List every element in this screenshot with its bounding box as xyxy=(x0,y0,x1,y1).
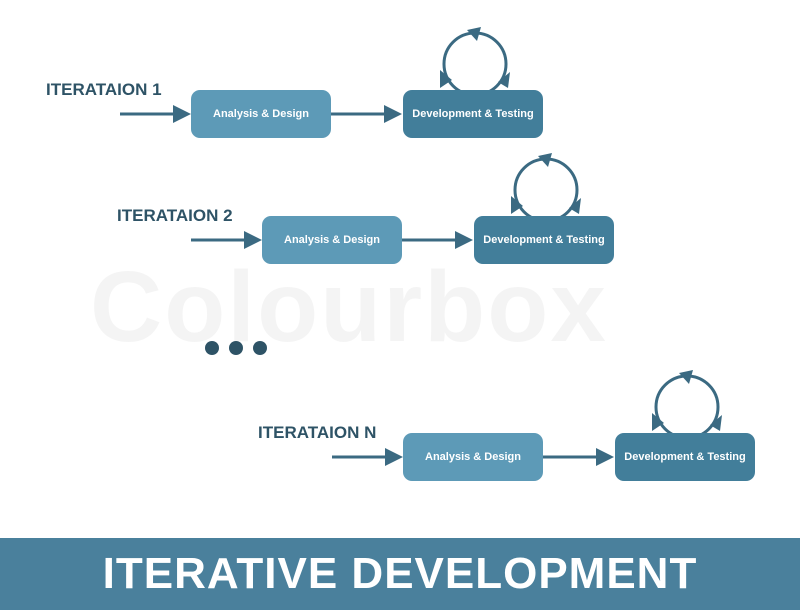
iteration-label: ITERATAION N xyxy=(258,423,377,442)
iteration-label: ITERATAION 2 xyxy=(117,206,233,225)
ellipsis-dot xyxy=(229,341,243,355)
iteration-n: ITERATAION N Analysis & Design Developme… xyxy=(212,343,800,543)
title-banner: ITERATIVE DEVELOPMENT xyxy=(0,538,800,610)
analysis-design-box: Analysis & Design xyxy=(403,433,543,481)
analysis-design-box: Analysis & Design xyxy=(191,90,331,138)
ellipsis-dot xyxy=(253,341,267,355)
flow-arrows xyxy=(191,153,581,249)
development-testing-box: Development & Testing xyxy=(474,216,614,264)
development-testing-box: Development & Testing xyxy=(615,433,755,481)
iteration-label: ITERATAION 1 xyxy=(46,80,162,99)
cycle-icon xyxy=(440,27,510,97)
watermark: Colourbox xyxy=(90,250,608,365)
ellipsis-dot xyxy=(205,341,219,355)
iteration-2: ITERATAION 2 Analysis & Design Developme… xyxy=(71,126,800,326)
cycle-icon xyxy=(511,153,581,223)
analysis-design-box: Analysis & Design xyxy=(262,216,402,264)
development-testing-box: Development & Testing xyxy=(403,90,543,138)
iteration-1: ITERATAION 1 Analysis & Design Developme… xyxy=(0,0,800,200)
cycle-icon xyxy=(652,370,722,440)
